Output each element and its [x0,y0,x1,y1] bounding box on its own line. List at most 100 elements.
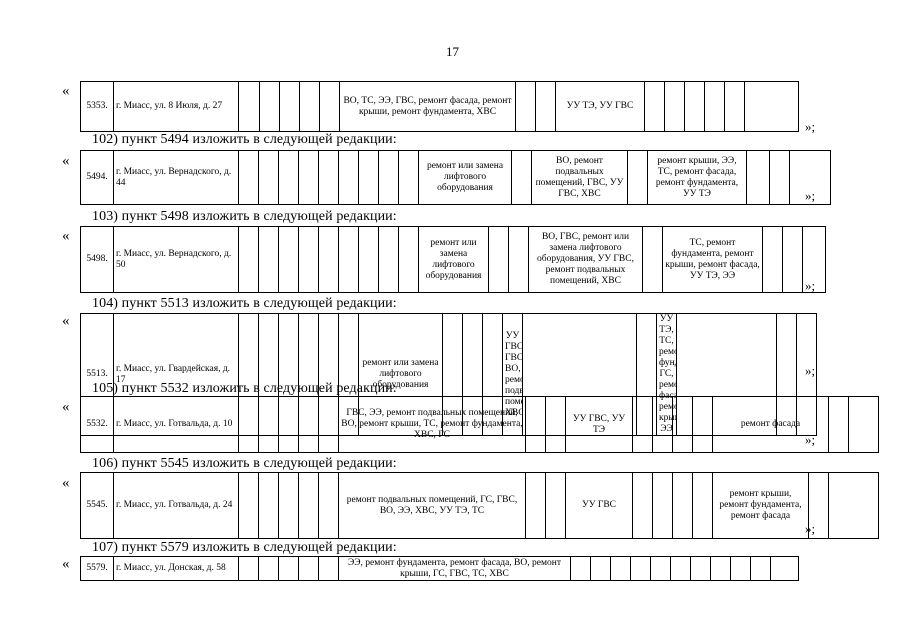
closing-quote: »; [805,188,816,203]
table-cell [535,81,556,132]
table-cell [318,396,339,453]
table-cell [298,396,319,453]
opening-quote: « [62,399,70,415]
address-cell: г. Миасс, ул. 8 Июля, д. 27 [113,81,239,132]
table-cell [299,81,320,132]
table-cell [632,396,653,453]
section-heading: 103) пункт 5498 изложить в следующей ред… [92,209,397,224]
address-cell: г. Миасс, ул. Донская, д. 58 [113,556,239,581]
section-heading: 102) пункт 5494 изложить в следующей ред… [92,132,397,147]
table-cell [802,226,826,293]
row-number: 5579. [80,556,114,581]
table-cell [278,472,299,539]
work-types-cell: ремонт крыши, ЭЭ, ТС, ремонт фасада, рем… [647,150,747,205]
work-types-cell: ремонт крыши, ремонт фундамента, ремонт … [712,472,809,539]
table-cell [570,556,591,581]
work-types-cell: ВО, ремонт подвальных помещений, ГВС, УУ… [531,150,628,205]
table-cell [525,472,546,539]
table-cell [318,472,339,539]
table-cell [488,226,509,293]
address-cell: г. Миасс, ул. Вернадского, д. 50 [113,226,239,293]
work-types-cell: ремонт подвальных помещений, ГС, ГВС, ВО… [338,472,526,539]
opening-quote: « [62,313,70,329]
table-cell [298,472,319,539]
table-cell [338,226,359,293]
work-types-cell: УУ ГВС [565,472,633,539]
row-number: 5353. [80,81,114,132]
section-heading: 105) пункт 5532 изложить в следующей ред… [92,381,397,396]
table-cell [828,472,879,539]
table-row-5532: 5532. г. Миасс, ул. Готвальда, д. 10 ГВС… [80,396,879,453]
work-types-cell: ремонт или замена лифтового оборудования [418,150,512,205]
table-cell [238,472,259,539]
table-cell [318,556,339,581]
table-cell [744,81,799,132]
table-cell [358,226,379,293]
table-cell [298,556,319,581]
table-cell [769,150,790,205]
closing-quote: »; [805,521,816,536]
row-number: 5545. [80,472,114,539]
address-cell: г. Миасс, ул. Готвальда, д. 24 [113,472,239,539]
table-row-5498: 5498. г. Миасс, ул. Вернадского, д. 50 р… [80,226,826,293]
table-cell [690,556,711,581]
table-cell [318,150,339,205]
table-cell [670,556,691,581]
table-cell [298,150,319,205]
closing-quote: »; [805,119,816,134]
table-cell [258,396,279,453]
table-row-5353: 5353. г. Миасс, ул. 8 Июля, д. 27 ВО, ТС… [80,81,799,132]
table-cell [238,81,260,132]
address-cell: г. Миасс, ул. Вернадского, д. 44 [113,150,239,205]
table-cell [750,556,771,581]
table-cell [238,556,259,581]
table-cell [278,556,299,581]
table-cell [259,81,280,132]
work-types-cell: ремонт или замена лифтового оборудования [418,226,489,293]
table-cell [644,81,665,132]
table-cell [319,81,340,132]
table-row-5545: 5545. г. Миасс, ул. Готвальда, д. 24 рем… [80,472,879,539]
table-cell [258,472,279,539]
opening-quote: « [62,556,70,572]
row-number: 5532. [80,396,114,453]
table-cell [318,226,339,293]
work-types-cell: ГВС, ЭЭ, ремонт подвальных помещений, ВО… [338,396,526,453]
table-cell [278,396,299,453]
table-cell [704,81,725,132]
table-cell [358,150,379,205]
table-cell [642,226,663,293]
table-cell [258,226,279,293]
table-cell [279,81,300,132]
table-cell [590,556,611,581]
table-cell [672,472,693,539]
table-cell [652,396,673,453]
table-cell [724,81,745,132]
table-row-5494: 5494. г. Миасс, ул. Вернадского, д. 44 р… [80,150,831,205]
table-cell [545,472,566,539]
table-cell [610,556,631,581]
table-cell [692,472,713,539]
table-cell [398,150,419,205]
work-types-cell: ЭЭ, ремонт фундамента, ремонт фасада, ВО… [338,556,571,581]
table-cell [258,556,279,581]
table-cell [848,396,879,453]
opening-quote: « [62,83,70,99]
table-cell [338,150,359,205]
table-cell [508,226,529,293]
table-cell [746,150,770,205]
opening-quote: « [62,475,70,491]
table-cell [684,81,705,132]
table-cell [652,472,673,539]
table-cell [398,226,419,293]
section-heading: 106) пункт 5545 изложить в следующей ред… [92,456,397,471]
table-cell [238,226,259,293]
table-cell [672,396,693,453]
closing-quote: »; [805,432,816,447]
table-cell [378,150,399,205]
table-cell [730,556,751,581]
table-cell [828,396,849,453]
table-cell [238,150,259,205]
table-cell [650,556,671,581]
table-cell [278,226,299,293]
